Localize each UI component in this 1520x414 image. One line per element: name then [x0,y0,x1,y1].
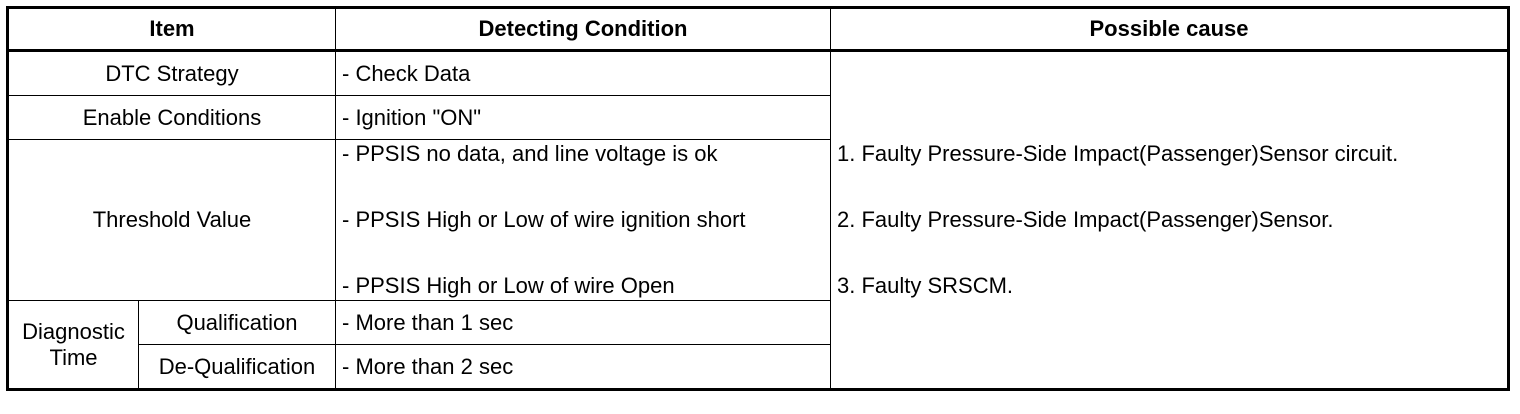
table-row-enable-conditions: Enable Conditions - Ignition "ON" [7,95,1509,140]
possible-cause-2: 2. Faulty Pressure-Side Impact(Passenger… [837,207,1334,232]
table-row-de-qualification: De-Qualification - More than 2 sec [8,344,1509,390]
condition-dtc-strategy: - Check Data [335,50,831,96]
threshold-condition-3: - PPSIS High or Low of wire Open [342,273,675,298]
condition-qualification: - More than 1 sec [335,300,831,345]
threshold-condition-1: - PPSIS no data, and line voltage is ok [342,141,718,166]
header-possible-cause: Possible cause [830,7,1509,52]
possible-cause-3: 3. Faulty SRSCM. [837,273,1014,298]
item-qualification: Qualification [138,300,336,345]
table-row-dtc-strategy: DTC Strategy - Check Data 1. Faulty Pres… [7,50,1509,390]
possible-cause-1: 1. Faulty Pressure-Side Impact(Passenger… [837,141,1399,166]
threshold-condition-2: - PPSIS High or Low of wire ignition sho… [342,207,746,232]
header-row: Item Detecting Condition Possible cause [7,7,1509,52]
table-row-qualification: Diagnostic Time Qualification - More tha… [7,300,1509,390]
dtc-table-container: Item Detecting Condition Possible cause … [6,6,1510,391]
condition-de-qualification: - More than 2 sec [335,344,831,390]
dtc-table: Item Detecting Condition Possible cause … [6,6,1510,391]
condition-threshold-value: - PPSIS no data, and line voltage is ok … [335,139,831,301]
item-threshold-value: Threshold Value [7,139,336,301]
item-dtc-strategy: DTC Strategy [7,50,336,96]
condition-enable-conditions: - Ignition "ON" [335,95,831,140]
item-enable-conditions: Enable Conditions [7,95,336,140]
header-item: Item [7,7,336,52]
item-diagnostic-time: Diagnostic Time [7,300,139,390]
item-de-qualification: De-Qualification [138,344,336,390]
possible-cause-cell: 1. Faulty Pressure-Side Impact(Passenger… [830,50,1509,390]
header-detecting-condition: Detecting Condition [335,7,831,52]
